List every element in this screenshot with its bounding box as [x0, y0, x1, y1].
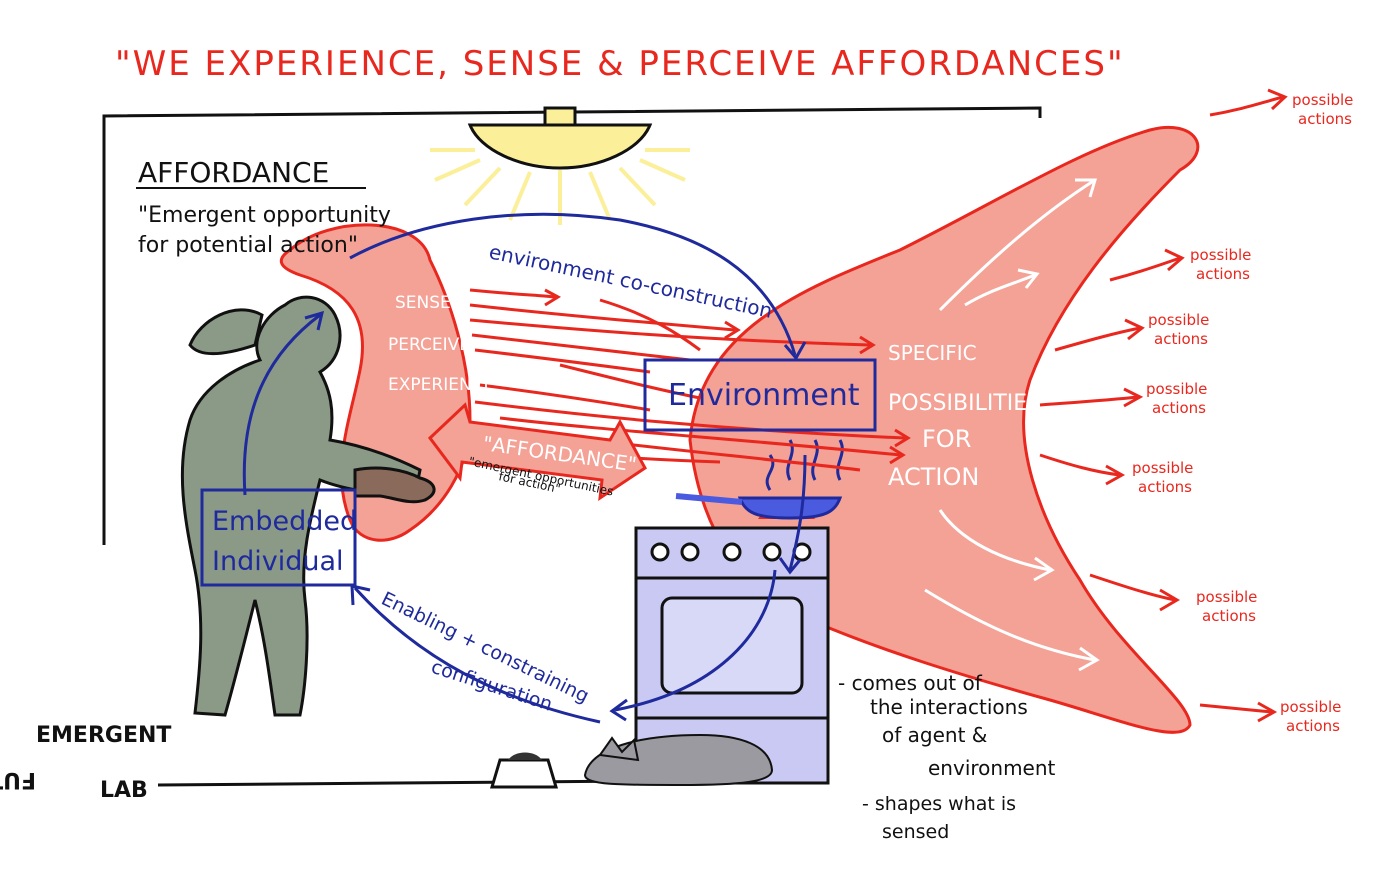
svg-text:possible: possible	[1196, 588, 1257, 606]
svg-text:actions: actions	[1286, 717, 1340, 735]
svg-text:environment: environment	[928, 756, 1056, 780]
emergent-futures-logo: EMERGENT FUTURES LAB	[0, 723, 171, 803]
possibility-arrows	[924, 178, 1100, 672]
page-title: "WE EXPERIENCE, SENSE & PERCEIVE AFFORDA…	[115, 44, 1125, 84]
affordance-heading: AFFORDANCE	[138, 156, 329, 189]
for-label: FOR	[922, 425, 971, 453]
sense-blob	[279, 223, 472, 542]
svg-text:possible: possible	[1190, 246, 1251, 264]
embedded-label-2: Individual	[212, 546, 344, 577]
possible-actions-7: possible actions	[1280, 698, 1341, 735]
person-figure	[180, 295, 436, 717]
environment-label: Environment	[668, 378, 860, 413]
possible-actions-3: possible actions	[1148, 311, 1209, 348]
embedded-label-1: Embedded	[212, 506, 357, 537]
svg-text:actions: actions	[1298, 110, 1352, 128]
possible-actions-4: possible actions	[1146, 380, 1207, 417]
definition-line-2: for potential action"	[138, 233, 358, 258]
action-label: ACTION	[888, 463, 979, 491]
svg-text:sensed: sensed	[882, 821, 949, 843]
svg-text:- comes out of: - comes out of	[838, 671, 983, 695]
possible-actions-6: possible actions	[1196, 588, 1257, 625]
possible-actions-2: possible actions	[1190, 246, 1251, 283]
affordance-arrow	[427, 402, 647, 502]
sense-label: SENSE	[395, 293, 451, 313]
perceive-label: PERCEIVE	[388, 335, 470, 355]
action-arrows	[1039, 88, 1288, 723]
svg-text:the interactions: the interactions	[870, 695, 1028, 719]
svg-text:possible: possible	[1148, 311, 1209, 329]
svg-text:LAB: LAB	[100, 778, 148, 803]
svg-text:possible: possible	[1292, 91, 1353, 109]
embedded-individual-box	[200, 488, 357, 587]
svg-text:possible: possible	[1280, 698, 1341, 716]
lamp-icon	[430, 106, 690, 225]
svg-text:possible: possible	[1132, 459, 1193, 477]
svg-text:actions: actions	[1138, 478, 1192, 496]
possible-actions-1: possible actions	[1292, 91, 1353, 128]
possible-actions-5: possible actions	[1132, 459, 1193, 496]
svg-text:possible: possible	[1146, 380, 1207, 398]
specific-label: SPECIFIC	[888, 341, 977, 365]
svg-text:actions: actions	[1202, 607, 1256, 625]
experience-label: EXPERIENCE	[388, 375, 494, 395]
svg-text:- shapes what is: - shapes what is	[862, 793, 1016, 815]
possibilities-label: POSSIBILITIES	[888, 391, 1041, 416]
svg-text:EMERGENT: EMERGENT	[36, 723, 171, 748]
environment-box	[643, 358, 877, 432]
note-interactions: - comes out of the interactions of agent…	[838, 671, 1056, 780]
definition-line-1: "Emergent opportunity	[138, 203, 391, 228]
food-bowl-icon	[489, 752, 559, 789]
svg-text:actions: actions	[1152, 399, 1206, 417]
coconstruction-arrow	[242, 212, 807, 724]
svg-text:actions: actions	[1154, 330, 1208, 348]
svg-text:of agent &: of agent &	[882, 723, 987, 747]
cat-icon	[583, 733, 774, 787]
svg-text:FUTURES: FUTURES	[0, 767, 36, 792]
note-shapes: - shapes what is sensed	[862, 793, 1016, 843]
frying-pan-icon	[675, 493, 843, 520]
svg-text:actions: actions	[1196, 265, 1250, 283]
perception-arrowheads	[544, 288, 911, 465]
